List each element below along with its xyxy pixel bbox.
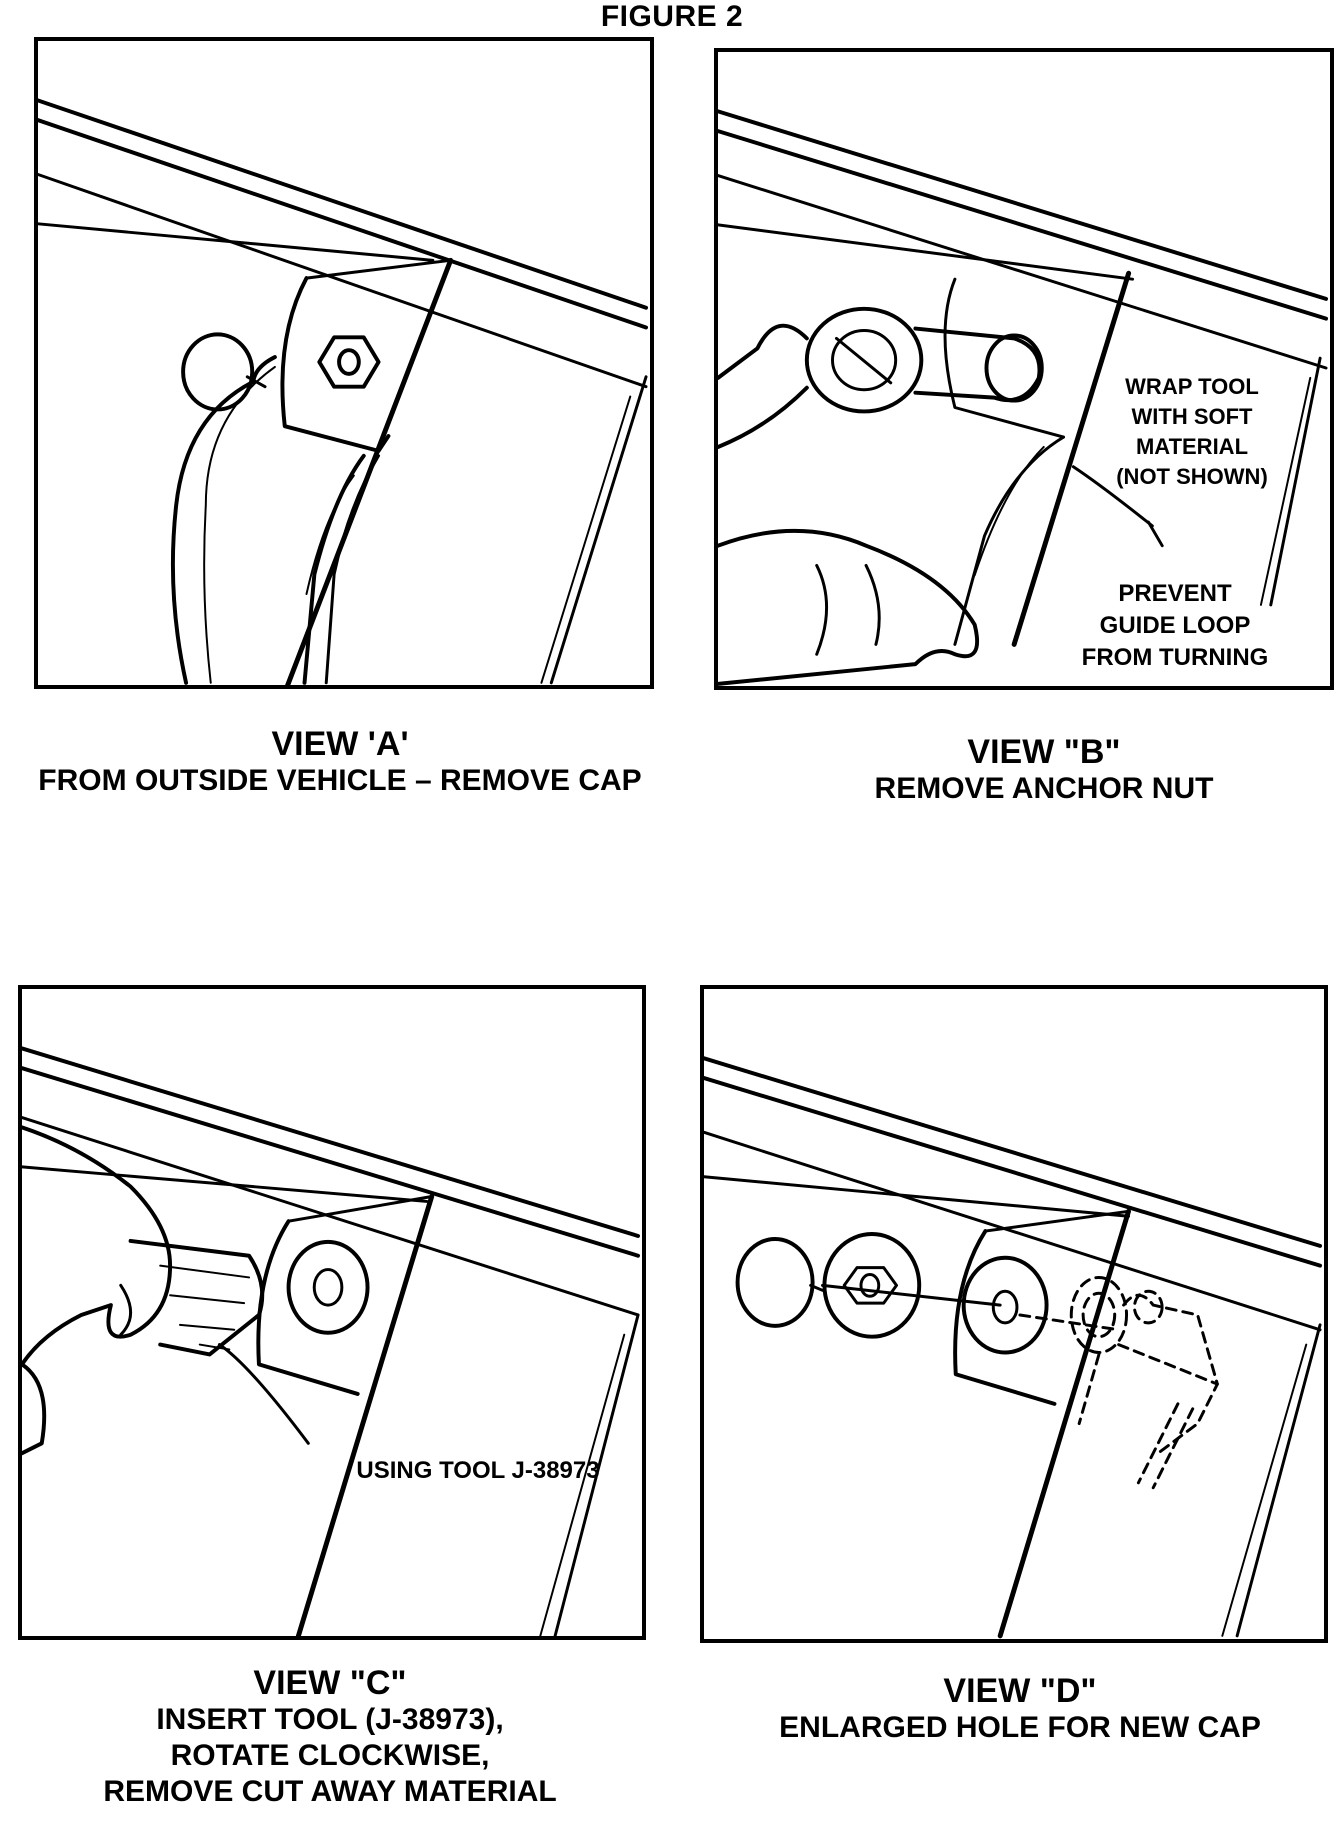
view-c-tool-callout: USING TOOL J-38973 [356, 1457, 600, 1484]
wrap-tool-line-4: (NOT SHOWN) [1116, 464, 1268, 489]
prevent-line-2: GUIDE LOOP [1099, 612, 1251, 639]
view-b-illustration [714, 48, 1334, 690]
view-b-drawing [718, 109, 1329, 686]
view-d-drawing [704, 1056, 1323, 1639]
prevent-line-1: PREVENT [1118, 580, 1232, 607]
view-a-drawing [38, 98, 649, 685]
view-c-drawing [22, 1046, 641, 1636]
view-b-prevent-callout: PREVENT GUIDE LOOP FROM TURNING [1055, 578, 1295, 674]
view-c-illustration [18, 985, 646, 1640]
view-c-label: VIEW "C" [253, 1664, 407, 1702]
view-d-illustration [700, 985, 1328, 1643]
view-c-desc-line-1: INSERT TOOL (J-38973), [156, 1703, 504, 1736]
view-a-caption: VIEW 'A' FROM OUTSIDE VEHICLE – REMOVE C… [0, 725, 680, 799]
view-b-label: VIEW "B" [967, 733, 1121, 771]
figure-title: FIGURE 2 [600, 0, 744, 33]
prevent-line-3: FROM TURNING [1081, 644, 1269, 671]
view-a-label: VIEW 'A' [271, 725, 409, 763]
view-a-desc: FROM OUTSIDE VEHICLE – REMOVE CAP [38, 764, 642, 797]
view-c-desc-line-2: ROTATE CLOCKWISE, [170, 1739, 490, 1772]
wrap-tool-line-1: WRAP TOOL [1125, 374, 1259, 399]
view-b-caption: VIEW "B" REMOVE ANCHOR NUT [744, 733, 1344, 807]
view-c-caption: VIEW "C" INSERT TOOL (J-38973), ROTATE C… [30, 1664, 630, 1810]
view-b-desc: REMOVE ANCHOR NUT [874, 772, 1214, 805]
wrap-tool-line-2: WITH SOFT [1131, 404, 1253, 429]
view-b-wrap-tool-callout: WRAP TOOL WITH SOFT MATERIAL (NOT SHOWN) [1092, 372, 1292, 492]
view-c-desc-line-3: REMOVE CUT AWAY MATERIAL [103, 1775, 557, 1808]
view-d-label: VIEW "D" [943, 1672, 1097, 1710]
view-a-illustration [34, 37, 654, 689]
view-d-desc: ENLARGED HOLE FOR NEW CAP [779, 1711, 1261, 1744]
wrap-tool-line-3: MATERIAL [1135, 434, 1249, 459]
view-d-caption: VIEW "D" ENLARGED HOLE FOR NEW CAP [720, 1672, 1320, 1746]
